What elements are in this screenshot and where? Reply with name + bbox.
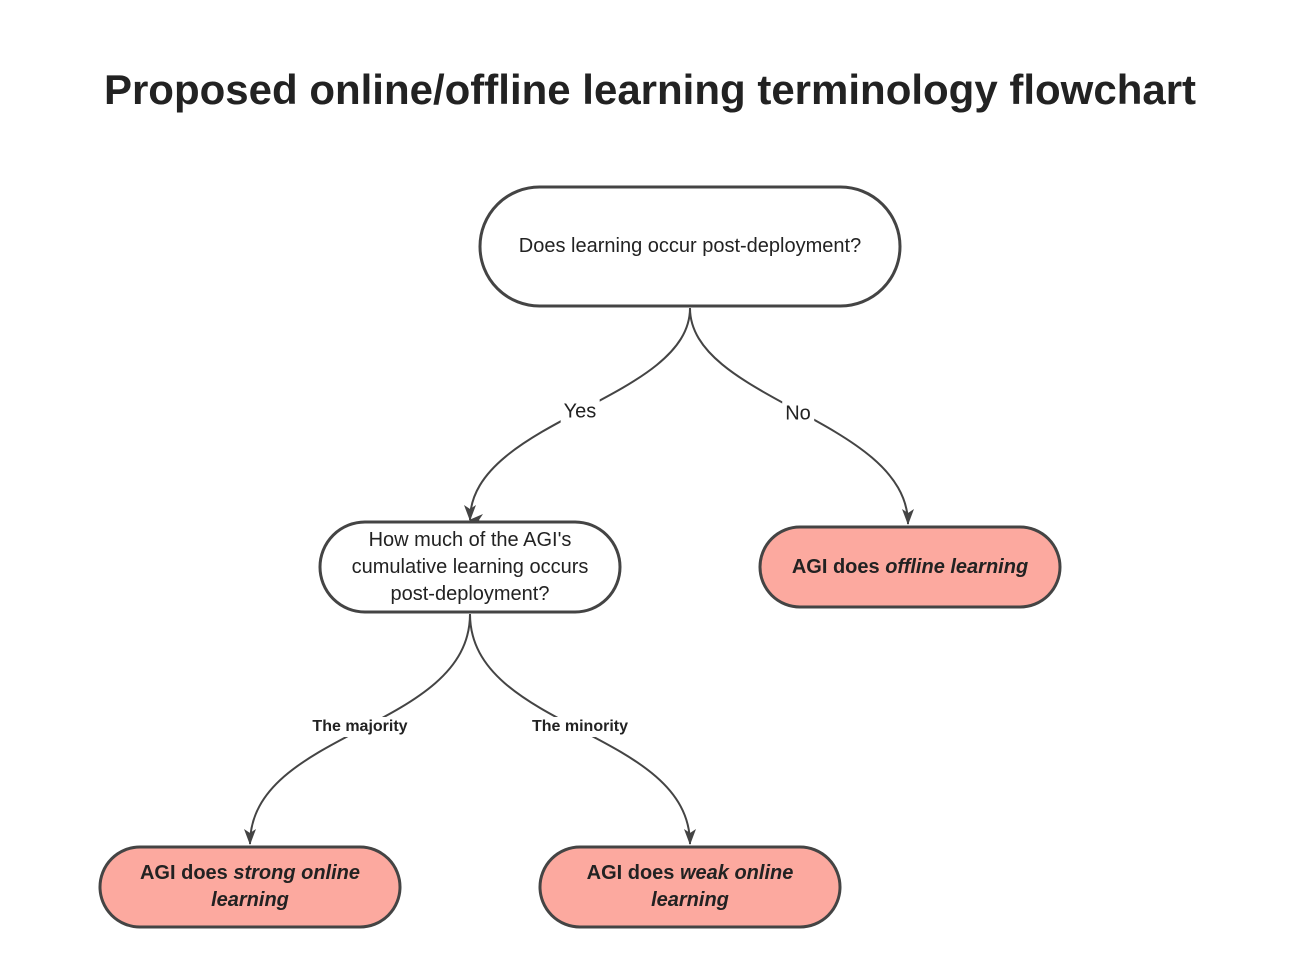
node-offline-emph: offline learning	[885, 555, 1029, 578]
node-strong-text: AGI does strong online learning	[115, 849, 385, 925]
node-q2-shape	[318, 520, 622, 614]
arrowhead-icon	[684, 829, 696, 845]
node-strong-shape	[98, 845, 402, 929]
node-q1-shape	[478, 185, 902, 308]
node-q2-text: How much of the AGI's cumulative learnin…	[351, 528, 589, 605]
node-strong-prefix: AGI does	[139, 862, 234, 884]
edge-label-no: No	[782, 401, 814, 427]
arrowhead-icon	[464, 505, 476, 521]
node-weak-prefix: AGI does	[586, 862, 680, 884]
page-title: Proposed online/offline learning termino…	[103, 66, 1197, 113]
node-weak-emph: weak online learning	[651, 862, 794, 911]
edge-label-yes: Yes	[560, 399, 600, 425]
node-offline-prefix: AGI does	[791, 555, 886, 578]
node-weak-text: AGI does weak online learning	[555, 849, 825, 925]
node-q1-text: Does learning occur post-deployment?	[518, 235, 862, 257]
arrowhead-icon	[244, 829, 256, 845]
edge-label-majority: The majority	[309, 717, 411, 737]
node-offline-shape	[758, 525, 1062, 609]
node-offline-text: AGI does offline learning	[770, 529, 1050, 605]
node-weak-shape	[538, 845, 842, 929]
arrowhead-icon	[902, 509, 914, 525]
node-strong-emph: strong online learning	[211, 862, 361, 911]
edge-label-minority: The minority	[528, 717, 632, 737]
